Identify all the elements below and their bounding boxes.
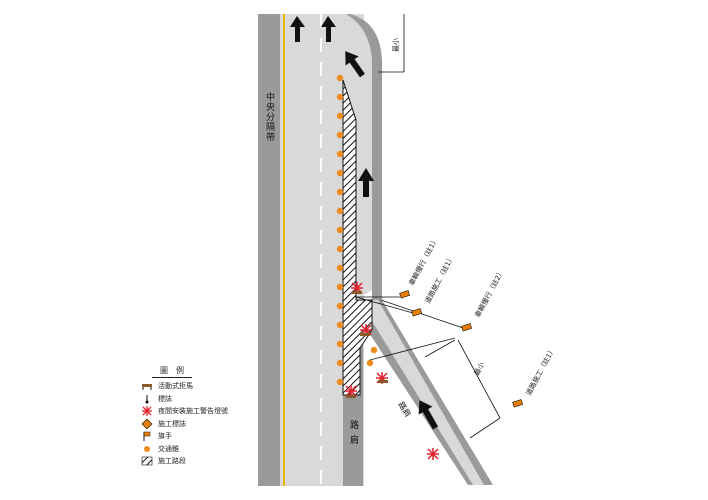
traffic-cone-icon	[336, 150, 344, 158]
traffic-cone-icon	[336, 131, 344, 139]
legend-item: 交通錐	[140, 443, 280, 456]
construction-sign-icon	[461, 323, 473, 332]
construction-sign-icon	[399, 290, 411, 299]
warning-light-icon	[140, 406, 154, 417]
warning-light-icon	[427, 448, 439, 460]
construction-sign-icon	[140, 418, 154, 429]
traffic-cone-icon	[336, 112, 344, 120]
legend-label: 標誌	[158, 394, 172, 403]
movable-barrier-icon	[140, 381, 154, 391]
movable-barriers	[346, 291, 388, 398]
construction-signs	[399, 290, 524, 408]
construction-sign-icon	[411, 308, 423, 317]
traffic-arrows	[290, 16, 439, 430]
arrow-up-icon	[345, 51, 365, 78]
arrow-up-icon	[290, 16, 305, 42]
merge-lane	[346, 14, 382, 300]
traffic-cone-icon	[336, 283, 344, 291]
traffic-cone-icon	[336, 340, 344, 348]
traffic-cone-icon	[336, 93, 344, 101]
work-zone-icon	[140, 456, 154, 466]
arrow-up-icon	[358, 168, 374, 197]
legend-item: 標誌	[140, 393, 280, 406]
traffic-cone-icon	[336, 188, 344, 196]
traffic-cone-icon	[336, 359, 344, 367]
work-zone-area	[342, 79, 373, 396]
legend-label: 旗手	[158, 432, 172, 441]
ramp-road	[364, 300, 493, 485]
traffic-cone-icon	[336, 321, 344, 329]
legend-item: 活動式拒馬	[140, 380, 280, 393]
shoulder-label-ramp: 路肩	[396, 400, 413, 419]
traffic-cone-icon	[370, 346, 378, 354]
legend-label: 交通錐	[158, 444, 179, 453]
traffic-cone-icon	[336, 74, 344, 82]
traffic-cone-icon	[336, 302, 344, 310]
movable-barrier-icon	[352, 291, 362, 294]
traffic-cone-icon	[140, 444, 154, 454]
traffic-cone-icon	[366, 359, 374, 367]
median-label: 中央分隔帶	[264, 91, 275, 142]
sign-label: 道路施工（註1）	[524, 346, 557, 397]
traffic-cone-row	[336, 74, 378, 386]
movable-barrier-icon	[378, 380, 388, 383]
flagger-icon	[140, 431, 154, 442]
legend-label: 活動式拒馬	[158, 382, 193, 391]
sign-label: 車輛慢行（註2）	[473, 268, 506, 319]
traffic-cone-icon	[336, 378, 344, 386]
dimension-label: 最小	[472, 360, 487, 377]
traffic-cone-icon	[336, 245, 344, 253]
dimension-label: 最小	[391, 38, 400, 52]
marker-post-icon	[140, 394, 154, 404]
legend-label: 夜間安裝施工警告燈號	[158, 407, 228, 416]
movable-barrier-icon	[360, 333, 370, 336]
legend: 圖 例 活動式拒馬 標誌 夜間安裝施工警告燈號 施工標誌 旗手 交通錐	[140, 365, 280, 468]
shoulder-label-main: 路肩	[348, 419, 359, 450]
traffic-cone-icon	[336, 169, 344, 177]
construction-sign-icon	[512, 399, 524, 408]
leader-lines	[355, 14, 501, 439]
legend-title: 圖 例	[152, 365, 192, 378]
traffic-cone-icon	[336, 264, 344, 272]
legend-label: 施工標誌	[158, 419, 186, 428]
legend-item: 旗手	[140, 430, 280, 443]
legend-label: 施工路段	[158, 457, 186, 466]
arrow-up-icon	[418, 400, 439, 430]
traffic-cone-icon	[336, 226, 344, 234]
arrow-up-icon	[321, 16, 336, 42]
movable-barrier-icon	[346, 395, 356, 398]
traffic-cone-icon	[336, 207, 344, 215]
legend-item: 施工路段	[140, 455, 280, 468]
legend-item: 施工標誌	[140, 418, 280, 431]
legend-item: 夜間安裝施工警告燈號	[140, 405, 280, 418]
